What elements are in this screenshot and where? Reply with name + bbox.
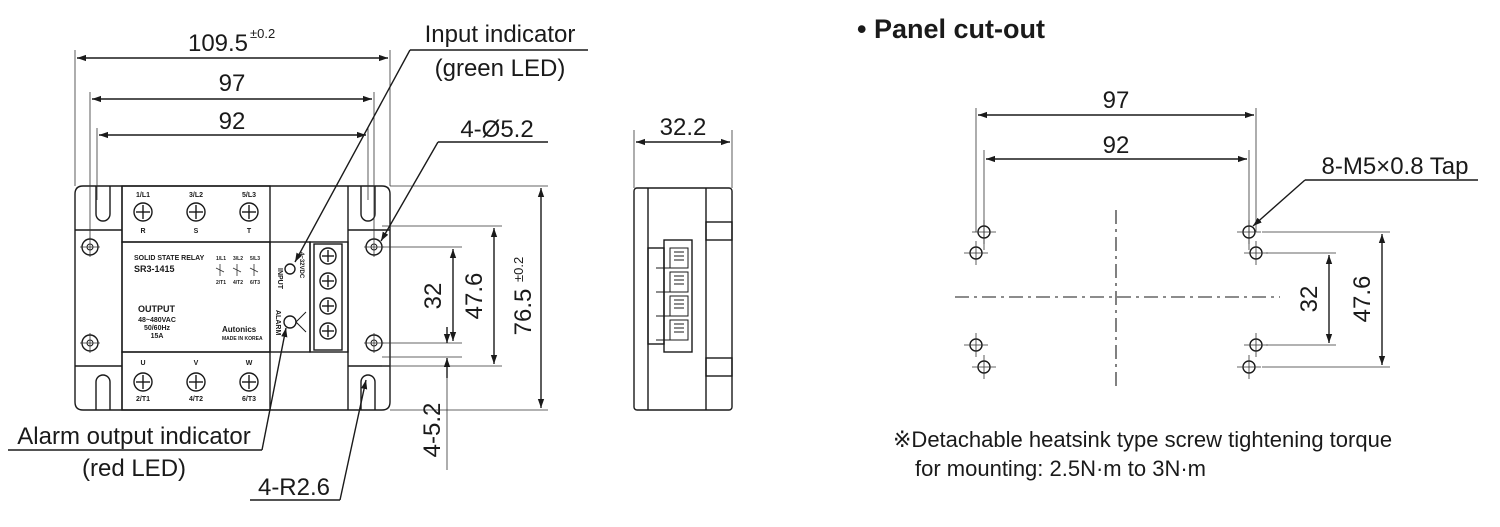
input-label: INPUT — [276, 268, 283, 290]
dim-width-92: 92 — [219, 108, 246, 135]
tap-hole — [1244, 333, 1268, 357]
dim-height-total: 76.5 — [510, 289, 537, 336]
schematic-label: 2/T1 — [216, 280, 226, 286]
tap-hole — [964, 333, 988, 357]
mounting-hole — [80, 333, 100, 353]
tap-hole — [1237, 220, 1261, 244]
dim-width-total-tolerance: ±0.2 — [250, 26, 275, 41]
cutout-dim-height-32: 32 — [1296, 286, 1323, 313]
cutout-dim-width-92: 92 — [1103, 132, 1130, 159]
terminal-screw — [133, 202, 153, 222]
dim-height-32: 32 — [420, 283, 447, 310]
alarm-led — [283, 315, 297, 329]
dim-depth: 32.2 — [660, 114, 707, 141]
dim-width-total: 109.5 — [188, 30, 248, 57]
terminal-label: V — [194, 360, 199, 367]
device-model: SR3-1415 — [134, 264, 175, 274]
terminal-label: S — [194, 228, 199, 235]
alarm-indicator-callout-sub: (red LED) — [82, 455, 186, 482]
torque-note-sub: for mounting: 2.5N·m to 3N·m — [915, 456, 1206, 481]
input-led — [284, 263, 296, 275]
tap-hole — [1244, 241, 1268, 265]
cutout-dim-height-47-6: 47.6 — [1349, 276, 1376, 323]
panel-cutout: • Panel cut-out 97 92 — [857, 14, 1478, 481]
terminal-label: W — [246, 360, 253, 367]
terminal-label: R — [140, 228, 145, 235]
terminal-label: T — [247, 228, 252, 235]
control-terminal — [319, 272, 337, 290]
terminal-label: U — [140, 360, 145, 367]
dim-slot: 4-5.2 — [419, 403, 446, 458]
terminal-screw — [186, 372, 206, 392]
output-label: OUTPUT — [138, 304, 176, 314]
schematic-label: 1/L1 — [216, 256, 226, 262]
dim-radius: 4-R2.6 — [258, 474, 330, 501]
brand-sub: MADE IN KOREA — [222, 336, 263, 342]
device-title: SOLID STATE RELAY — [134, 255, 205, 262]
terminal-label: 5/L3 — [242, 192, 256, 199]
control-terminal — [319, 247, 337, 265]
schematic-label: 6/T3 — [250, 280, 260, 286]
input-indicator-callout-sub: (green LED) — [435, 55, 566, 82]
input-spec: 4~32VDC — [298, 252, 304, 279]
tap-hole — [964, 241, 988, 265]
dim-holes: 4-Ø5.2 — [460, 116, 533, 143]
terminal-screw — [239, 372, 259, 392]
schematic-label: 4/T2 — [233, 280, 243, 286]
terminal-label: 2/T1 — [136, 396, 150, 403]
cutout-dim-width-97: 97 — [1103, 87, 1130, 114]
output-spec: 50/60Hz — [144, 325, 171, 332]
alarm-label: ALARM — [274, 310, 281, 335]
terminal-label: 6/T3 — [242, 396, 256, 403]
mounting-hole — [364, 333, 384, 353]
alarm-indicator-callout: Alarm output indicator — [17, 423, 250, 450]
tap-hole — [1237, 355, 1261, 379]
tap-hole — [972, 355, 996, 379]
terminal-screw — [239, 202, 259, 222]
terminal-label: 4/T2 — [189, 396, 203, 403]
dim-height-47-6: 47.6 — [461, 273, 488, 320]
terminal-screw — [133, 372, 153, 392]
input-indicator-callout: Input indicator — [425, 21, 576, 48]
terminal-label: 1/L1 — [136, 192, 150, 199]
schematic-label: 3/L2 — [233, 256, 243, 262]
cutout-tap: 8-M5×0.8 Tap — [1322, 153, 1469, 180]
dim-height-total-tolerance: ±0.2 — [511, 257, 526, 282]
side-view: 32.2 — [633, 114, 733, 411]
brand-logo: Autonics — [222, 325, 257, 334]
control-terminal — [319, 322, 337, 340]
front-dimensions: 109.5 ±0.2 97 92 32 47.6 76.5 ±0.2 4-5.2 — [8, 21, 588, 501]
front-view: 1/L1 3/L2 5/L3 R S T U V W 2/T1 4/T2 6/T… — [74, 185, 391, 411]
terminal-screw — [186, 202, 206, 222]
torque-note: ※Detachable heatsink type screw tighteni… — [893, 427, 1392, 452]
schematic-label: 5/L3 — [250, 256, 260, 262]
terminal-label: 3/L2 — [189, 192, 203, 199]
output-spec: 15A — [151, 333, 164, 340]
output-spec: 48~480VAC — [138, 317, 176, 324]
panel-cutout-title: • Panel cut-out — [857, 14, 1045, 44]
tap-hole — [972, 220, 996, 244]
control-terminal — [319, 297, 337, 315]
dim-width-97: 97 — [219, 70, 246, 97]
